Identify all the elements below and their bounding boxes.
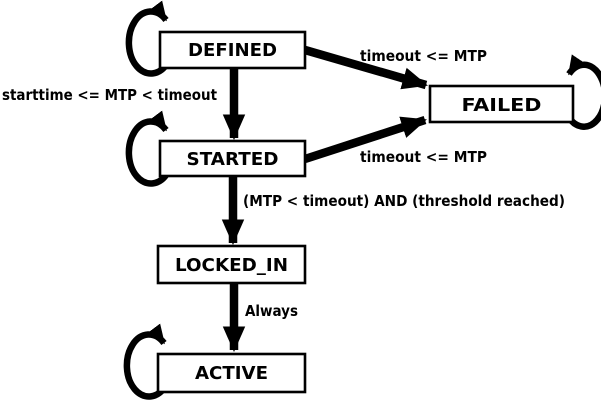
state-box-active xyxy=(156,352,307,394)
state-box-lockedin xyxy=(156,244,307,285)
state-label-defined: DEFINED xyxy=(188,40,277,61)
label-defined-to-started: starttime <= MTP < timeout xyxy=(2,86,217,104)
transition-labels: starttime <= MTP < timeout timeout <= MT… xyxy=(2,47,565,320)
state-box-defined xyxy=(158,30,307,70)
self-loop-arrow-started xyxy=(125,110,171,187)
state-label-failed: FAILED xyxy=(462,95,542,116)
label-started-to-lockedin: (MTP < timeout) AND (threshold reached) xyxy=(243,192,565,210)
self-loop-arrow-defined xyxy=(125,0,171,77)
state-box-started xyxy=(158,139,307,178)
state-label-started: STARTED xyxy=(187,149,279,170)
label-started-to-failed: timeout <= MTP xyxy=(360,148,487,166)
self-loop-arrow-failed xyxy=(564,54,601,130)
arrow-started-to-failed xyxy=(303,115,427,164)
self-loops xyxy=(123,0,601,400)
label-defined-to-failed: timeout <= MTP xyxy=(360,47,487,65)
label-lockedin-to-active: Always xyxy=(245,302,298,320)
arrow-defined-to-failed xyxy=(303,45,428,90)
transition-arrows xyxy=(221,45,428,353)
state-nodes: DEFINED STARTED FAILED LOCKED_IN ACTIVE xyxy=(156,30,575,394)
state-label-lockedin: LOCKED_IN xyxy=(175,255,288,276)
state-label-active: ACTIVE xyxy=(195,363,268,384)
self-loop-arrow-active xyxy=(123,323,169,400)
state-box-failed xyxy=(428,84,575,124)
